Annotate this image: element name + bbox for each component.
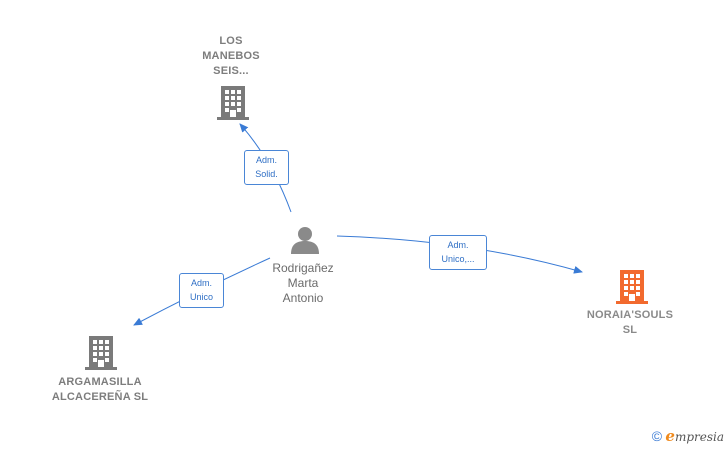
edge-label-adm-unico-ellipsis[interactable]: Adm. Unico,... xyxy=(429,235,487,270)
node-label: SEIS... xyxy=(213,65,249,77)
empresia-watermark: © empresia xyxy=(652,427,724,445)
brand-initial: e xyxy=(665,427,675,445)
node-los-manebos[interactable]: LOS MANEBOS SEIS... xyxy=(186,34,276,79)
edge-label-line: Solid. xyxy=(255,169,278,179)
node-noraia[interactable]: NORAIA'SOULS SL xyxy=(574,308,686,338)
edge-label-line: Adm. xyxy=(447,240,469,250)
building-icon xyxy=(616,270,648,304)
edge-label-line: Adm. xyxy=(190,278,212,288)
edge-label-adm-unico[interactable]: Adm. Unico xyxy=(179,273,224,308)
person-label: Marta xyxy=(287,276,319,290)
brand-name: mpresia xyxy=(674,430,724,444)
node-argamasilla[interactable]: ARGAMASILLA ALCACEREÑA SL xyxy=(38,375,162,405)
building-icon xyxy=(85,336,117,370)
node-label: SL xyxy=(622,324,638,336)
edge-label-line: Unico xyxy=(189,292,213,302)
person-label: Rodrigañez xyxy=(272,261,334,275)
node-label: ALCACEREÑA SL xyxy=(51,391,149,403)
edge-label-adm-solid[interactable]: Adm. Solid. xyxy=(244,150,289,185)
node-label: MANEBOS xyxy=(202,50,260,62)
node-label: NORAIA'SOULS xyxy=(586,309,674,321)
edge-label-line: Adm. xyxy=(255,155,277,165)
person-label: Antonio xyxy=(282,291,324,305)
person-icon xyxy=(291,227,319,254)
edge-label-line: Unico,... xyxy=(441,254,475,264)
node-label: ARGAMASILLA xyxy=(58,376,142,388)
node-person[interactable]: Rodrigañez Marta Antonio xyxy=(252,261,354,306)
building-icon xyxy=(217,86,249,120)
copyright-symbol: © xyxy=(651,428,663,444)
node-label: LOS xyxy=(219,35,243,47)
